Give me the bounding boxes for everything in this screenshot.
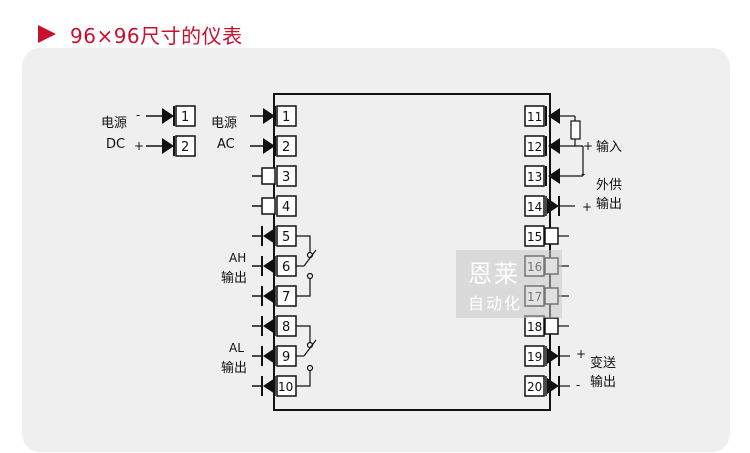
svg-text:9: 9 (282, 350, 290, 365)
output-arrow-icon (263, 348, 275, 364)
left-terminal-2: 2 (250, 135, 297, 157)
dc-terminal-2-label: 2 (181, 140, 189, 155)
al-relay-contacts (296, 325, 317, 387)
right-terminal-12: 12 (524, 135, 583, 157)
transmit-minus-sign: - (576, 378, 580, 392)
transmit-plus-sign: + (576, 347, 586, 361)
dc-terminal-1 (175, 105, 196, 127)
supply-plus-sign: + (582, 200, 592, 214)
svg-text:12: 12 (527, 140, 542, 154)
output-arrow-icon (263, 288, 275, 304)
output-arrow-icon (547, 378, 559, 394)
dc-power-group: 电源 DC - + 1 2 (101, 105, 196, 157)
ah-output-text: 输出 (221, 270, 247, 286)
watermark: 恩莱 自动化 (456, 250, 562, 318)
right-terminal-18: 18 (524, 315, 569, 337)
output-arrow-icon (263, 378, 275, 394)
right-terminal-15: 15 (524, 225, 569, 247)
svg-text:3: 3 (282, 170, 290, 185)
diagram-panel (22, 48, 730, 452)
input-arrow-icon (548, 108, 560, 124)
left-terminal-5: 5 (252, 225, 297, 247)
input-arrow-icon (263, 108, 275, 124)
dc-power-label: 电源 (101, 116, 127, 131)
left-terminal-3: 3 (252, 165, 297, 187)
left-terminal-8: 8 (252, 315, 297, 337)
input-label: 输入 (596, 139, 622, 155)
al-output-label: AL (229, 341, 244, 355)
external-supply-output: 输出 (596, 196, 622, 212)
output-arrow-icon (263, 228, 275, 244)
right-terminal-13: 13 (524, 165, 583, 187)
svg-text:15: 15 (527, 230, 542, 244)
input-arrow-icon (548, 168, 560, 184)
dc-arrow-icon (162, 108, 174, 124)
dc-power-type: DC (106, 137, 125, 152)
ac-power-type: AC (217, 137, 235, 152)
header: 96×96尺寸的仪表 (38, 18, 243, 50)
external-supply-label: 外供 (596, 178, 622, 193)
output-arrow-icon (263, 258, 275, 274)
watermark-line1: 恩莱 (468, 260, 520, 288)
left-terminal-9: 9 (252, 345, 297, 367)
svg-text:7: 7 (282, 290, 290, 305)
dc-terminal-2 (175, 135, 196, 157)
dc-arrow-icon (162, 138, 174, 154)
svg-text:13: 13 (527, 170, 542, 184)
output-arrow-icon (263, 318, 275, 334)
dc-plus-sign: + (134, 139, 144, 153)
left-terminal-10: 10 (252, 375, 297, 397)
transmit-label: 变送 (590, 355, 616, 371)
resistor-icon (570, 120, 581, 140)
svg-text:1: 1 (282, 110, 290, 125)
svg-text:6: 6 (282, 260, 290, 275)
output-arrow-icon (547, 198, 559, 214)
input-arrow-icon (263, 138, 275, 154)
supply-minus-sign: - (581, 167, 585, 181)
ac-power-label: 电源 (211, 116, 237, 131)
svg-text:20: 20 (527, 380, 542, 394)
al-output-text: 输出 (221, 360, 247, 376)
right-terminal-19: 19 (524, 345, 570, 367)
left-terminal-6: 6 (252, 255, 297, 277)
transmit-output-label: 输出 (590, 374, 616, 390)
right-terminal-11: 11 (524, 105, 575, 127)
left-terminal-4: 4 (252, 195, 297, 217)
page-title: 96×96尺寸的仪表 (70, 23, 243, 48)
input-sensor-wiring (570, 116, 584, 176)
ah-output-label: AH (229, 251, 246, 265)
right-terminal-14: 14 (524, 195, 575, 217)
svg-text:5: 5 (282, 230, 290, 245)
play-triangle-icon (38, 25, 56, 43)
svg-text:4: 4 (282, 200, 290, 215)
input-plus-sign: + (583, 139, 593, 153)
dc-terminal-1-label: 1 (181, 110, 189, 125)
svg-text:8: 8 (282, 320, 290, 335)
watermark-line2: 自动化 (468, 294, 523, 313)
right-terminal-20: 20 (524, 375, 570, 397)
ah-relay-contacts (296, 235, 317, 297)
left-terminal-7: 7 (252, 285, 297, 307)
svg-text:11: 11 (527, 110, 542, 124)
output-arrow-icon (547, 348, 559, 364)
svg-text:10: 10 (278, 380, 293, 394)
left-terminal-1: 1 (250, 105, 297, 127)
svg-text:18: 18 (527, 320, 542, 334)
svg-text:14: 14 (527, 200, 542, 214)
svg-text:19: 19 (527, 350, 542, 364)
input-arrow-icon (548, 138, 560, 154)
svg-text:2: 2 (282, 140, 290, 155)
dc-minus-sign: - (136, 108, 140, 122)
